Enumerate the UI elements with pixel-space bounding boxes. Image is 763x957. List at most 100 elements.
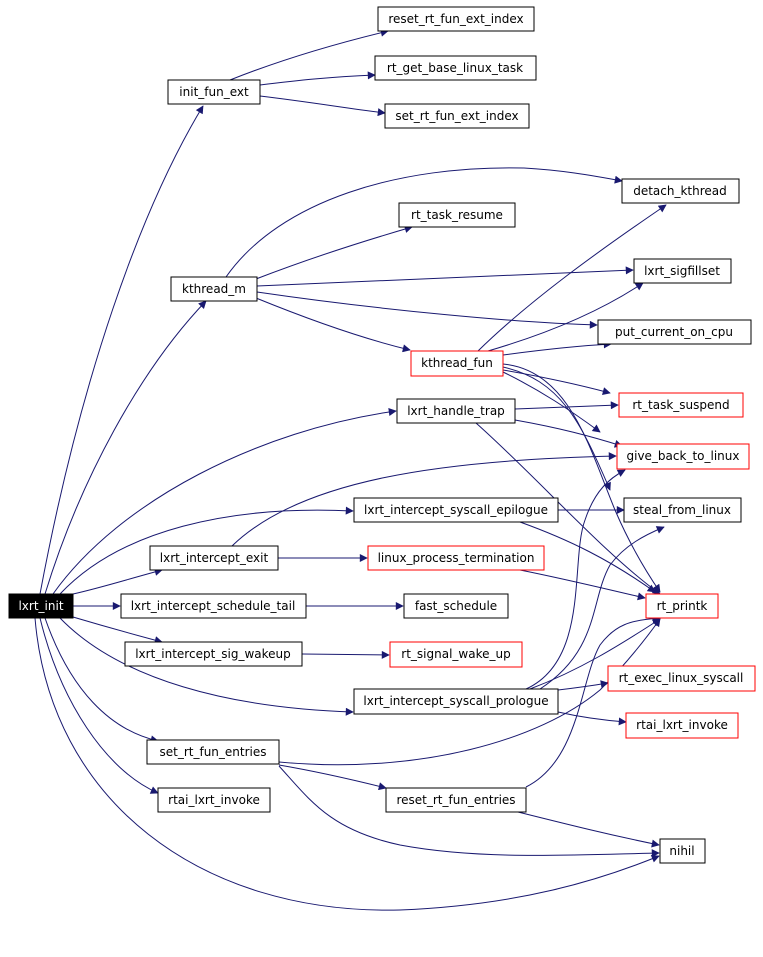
- edge-lxrt_init-kthread_m: [44, 300, 207, 595]
- node-label-init_fun_ext: init_fun_ext: [179, 85, 249, 99]
- edge-lxrt_intercept_exit-give_back_to_linux: [231, 452, 617, 547]
- node-label-linux_process_termination: linux_process_termination: [378, 551, 535, 565]
- node-kthread_fun[interactable]: kthread_fun: [410, 350, 504, 377]
- node-label-rt_task_suspend: rt_task_suspend: [632, 398, 729, 412]
- node-rt_printk[interactable]: rt_printk: [645, 593, 719, 619]
- node-lxrt_intercept_schedule_tail[interactable]: lxrt_intercept_schedule_tail: [120, 593, 307, 619]
- node-lxrt_sigfillset[interactable]: lxrt_sigfillset: [633, 258, 732, 284]
- node-label-reset_rt_fun_ext_index: reset_rt_fun_ext_index: [388, 12, 523, 26]
- node-label-lxrt_intercept_syscall_epilogue: lxrt_intercept_syscall_epilogue: [364, 503, 548, 517]
- node-label-detach_kthread: detach_kthread: [633, 184, 727, 198]
- edge-kthread_m-kthread_fun: [255, 297, 411, 353]
- node-label-lxrt_sigfillset: lxrt_sigfillset: [644, 264, 720, 278]
- node-rt_exec_linux_syscall[interactable]: rt_exec_linux_syscall: [607, 665, 756, 692]
- node-label-put_current_on_cpu: put_current_on_cpu: [615, 325, 733, 339]
- edge-lxrt_init-lxrt_handle_trap: [52, 408, 397, 595]
- node-label-nihil: nihil: [669, 844, 694, 858]
- node-label-fast_schedule: fast_schedule: [415, 599, 497, 613]
- edge-lxrt_handle_trap-give_back_to_linux: [514, 419, 623, 448]
- edge-kthread_fun-rt_task_suspend: [502, 369, 611, 396]
- node-label-rtai_lxrt_invoke-right: rtai_lxrt_invoke: [636, 718, 728, 732]
- edge-kthread_fun-rt_printk: [502, 363, 661, 593]
- edge-kthread_fun-lxrt_sigfillset: [487, 282, 644, 352]
- edge-kthread_m-put_current_on_cpu: [256, 291, 598, 329]
- node-label-rt_task_resume: rt_task_resume: [411, 208, 503, 222]
- call-edges: [34, 28, 667, 911]
- node-set_rt_fun_entries[interactable]: set_rt_fun_entries: [146, 739, 280, 765]
- edge-lxrt_init-lxrt_intercept_exit: [72, 568, 163, 595]
- node-lxrt_init[interactable]: lxrt_init: [8, 593, 74, 619]
- node-linux_process_termination[interactable]: linux_process_termination: [367, 545, 545, 571]
- edge-linux_process_termination-rt_printk: [519, 569, 646, 601]
- edge-lxrt_handle_trap-rt_task_suspend: [514, 401, 619, 410]
- node-reset_rt_fun_entries[interactable]: reset_rt_fun_entries: [385, 787, 527, 813]
- edge-kthread_m-rt_task_resume: [255, 225, 413, 280]
- node-lxrt_intercept_sig_wakeup[interactable]: lxrt_intercept_sig_wakeup: [124, 641, 303, 667]
- node-rt_task_suspend[interactable]: rt_task_suspend: [618, 392, 744, 418]
- edge-set_rt_fun_entries-reset_rt_fun_entries: [278, 764, 387, 791]
- edge-kthread_m-lxrt_sigfillset: [256, 266, 634, 287]
- edge-kthread_fun-give_back_to_linux: [502, 371, 601, 433]
- edge-lxrt_init-lxrt_intercept_syscall_epilogue: [59, 506, 354, 595]
- edge-lxrt_intercept_syscall_prologue-rt_exec_linux_syscall: [557, 680, 609, 691]
- node-rtai_lxrt_invoke-left[interactable]: rtai_lxrt_invoke: [157, 787, 271, 813]
- edge-lxrt_init-lxrt_intercept_sig_wakeup: [72, 616, 163, 645]
- edge-lxrt_intercept_syscall_prologue-give_back_to_linux: [525, 469, 626, 690]
- node-label-lxrt_intercept_sig_wakeup: lxrt_intercept_sig_wakeup: [135, 647, 291, 661]
- edge-lxrt_handle_trap-rt_printk: [475, 422, 661, 595]
- edge-lxrt_init-set_rt_fun_entries: [44, 617, 159, 744]
- node-give_back_to_linux[interactable]: give_back_to_linux: [616, 443, 750, 470]
- node-label-rt_printk: rt_printk: [657, 599, 708, 613]
- node-label-give_back_to_linux: give_back_to_linux: [627, 449, 740, 463]
- node-lxrt_intercept_syscall_epilogue[interactable]: lxrt_intercept_syscall_epilogue: [353, 497, 559, 523]
- node-rtai_lxrt_invoke-right[interactable]: rtai_lxrt_invoke: [625, 712, 739, 739]
- node-label-steal_from_linux: steal_from_linux: [633, 503, 731, 517]
- edge-reset_rt_fun_entries-nihil: [517, 811, 660, 848]
- edge-lxrt_init-rtai_lxrt_invoke_left: [39, 617, 159, 794]
- edge-init_fun_ext-set_rt_fun_ext_index: [259, 95, 386, 117]
- edge-init_fun_ext-rt_get_base_linux_task: [259, 71, 376, 86]
- node-label-kthread_m: kthread_m: [182, 282, 246, 296]
- edge-lxrt_intercept_syscall_prologue-rt_printk: [529, 618, 661, 690]
- edge-kthread_fun-detach_kthread: [477, 204, 667, 352]
- edge-kthread_m-detach_kthread: [225, 167, 623, 278]
- node-label-rt_get_base_linux_task: rt_get_base_linux_task: [387, 61, 523, 75]
- node-label-set_rt_fun_ext_index: set_rt_fun_ext_index: [395, 109, 518, 123]
- node-label-lxrt_handle_trap: lxrt_handle_trap: [407, 404, 505, 418]
- node-lxrt_intercept_exit[interactable]: lxrt_intercept_exit: [149, 545, 279, 571]
- node-label-reset_rt_fun_entries: reset_rt_fun_entries: [396, 793, 515, 807]
- node-kthread_m[interactable]: kthread_m: [170, 276, 258, 302]
- edge-lxrt_intercept_sig_wakeup-rt_signal_wake_up: [301, 650, 390, 659]
- node-detach_kthread[interactable]: detach_kthread: [621, 178, 740, 204]
- edge-reset_rt_fun_entries-rt_printk: [525, 614, 661, 788]
- edge-lxrt_intercept_syscall_epilogue-rt_printk: [519, 521, 656, 593]
- edge-lxrt_init-init_fun_ext: [39, 105, 204, 595]
- edge-lxrt_init-nihil: [34, 617, 660, 911]
- node-fast_schedule[interactable]: fast_schedule: [403, 593, 509, 619]
- node-lxrt_intercept_syscall_prologue[interactable]: lxrt_intercept_syscall_prologue: [353, 688, 559, 715]
- edge-lxrt_intercept_syscall_prologue-rtai_lxrt_invoke_right: [557, 711, 627, 726]
- node-lxrt_handle_trap[interactable]: lxrt_handle_trap: [396, 398, 516, 424]
- node-label-set_rt_fun_entries: set_rt_fun_entries: [159, 745, 266, 759]
- edge-kthread_fun-put_current_on_cpu: [502, 340, 612, 356]
- node-label-lxrt_intercept_exit: lxrt_intercept_exit: [160, 551, 269, 565]
- node-reset_rt_fun_ext_index[interactable]: reset_rt_fun_ext_index: [377, 6, 535, 32]
- edge-init_fun_ext-reset_rt_fun_ext_index: [229, 28, 389, 81]
- node-label-lxrt_intercept_syscall_prologue: lxrt_intercept_syscall_prologue: [363, 694, 548, 708]
- edge-lxrt_init-lxrt_intercept_syscall_prologue: [59, 617, 354, 716]
- edge-lxrt_intercept_syscall_prologue-steal_from_linux: [539, 526, 665, 690]
- node-label-lxrt_intercept_schedule_tail: lxrt_intercept_schedule_tail: [131, 599, 296, 613]
- node-rt_get_base_linux_task[interactable]: rt_get_base_linux_task: [374, 55, 537, 81]
- node-rt_signal_wake_up[interactable]: rt_signal_wake_up: [389, 641, 523, 668]
- node-init_fun_ext[interactable]: init_fun_ext: [167, 79, 261, 105]
- node-label-kthread_fun: kthread_fun: [421, 356, 493, 370]
- node-put_current_on_cpu[interactable]: put_current_on_cpu: [597, 319, 752, 345]
- node-label-rt_signal_wake_up: rt_signal_wake_up: [401, 647, 510, 661]
- node-rt_task_resume[interactable]: rt_task_resume: [398, 202, 516, 228]
- node-steal_from_linux[interactable]: steal_from_linux: [623, 497, 742, 523]
- node-label-rt_exec_linux_syscall: rt_exec_linux_syscall: [619, 671, 744, 685]
- node-set_rt_fun_ext_index[interactable]: set_rt_fun_ext_index: [384, 103, 530, 129]
- edge-set_rt_fun_entries-rt_printk: [278, 618, 661, 766]
- node-nihil[interactable]: nihil: [659, 838, 706, 864]
